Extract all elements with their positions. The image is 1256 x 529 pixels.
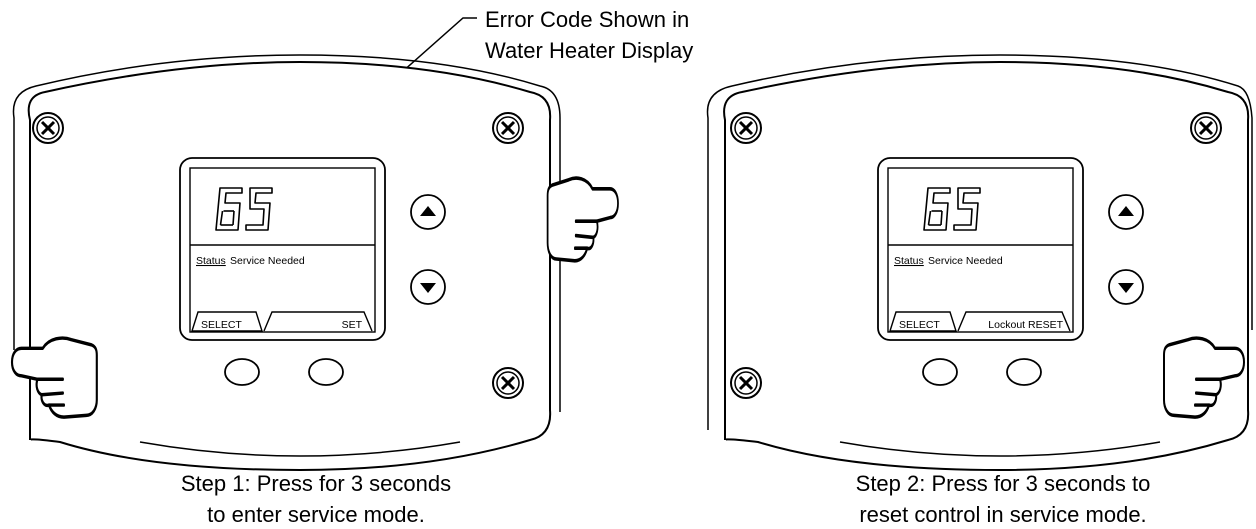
up-button[interactable] xyxy=(410,194,446,230)
up-arrow-icon xyxy=(1118,206,1134,216)
step-caption-line-2: reset control in service mode. xyxy=(859,502,1146,527)
lcd-display: Status Service Needed SELECT Lockout RES… xyxy=(877,157,1084,341)
right-softkey-button[interactable] xyxy=(1006,358,1042,386)
status-text: Service Needed xyxy=(928,255,1003,267)
up-button[interactable] xyxy=(1108,194,1144,230)
error-code-annotation: Error Code Shown in Water Heater Display xyxy=(279,7,693,181)
panel-bottom-edge xyxy=(839,441,1161,457)
softkey-tab-left xyxy=(889,311,957,332)
softkey-left-label: SELECT xyxy=(201,319,242,331)
softkey-tab-right xyxy=(263,311,373,332)
panel-bottom-edge xyxy=(139,441,461,457)
screw-icon xyxy=(1189,111,1223,145)
right-softkey-button[interactable] xyxy=(308,358,344,386)
lcd-display: Status Service Needed SELECT SET xyxy=(179,157,386,341)
step-caption-line-1: Step 2: Press for 3 seconds to xyxy=(856,471,1151,496)
screw-icon xyxy=(729,366,763,400)
down-arrow-icon xyxy=(1118,283,1134,293)
status-text: Service Needed xyxy=(230,255,305,267)
screw-icon xyxy=(31,111,65,145)
pointing-hand-icon xyxy=(545,176,620,263)
status-label: Status xyxy=(894,255,924,267)
screw-icon xyxy=(491,111,525,145)
panel-bezel xyxy=(12,54,561,412)
down-arrow-icon xyxy=(420,283,436,293)
step-caption-line-2: to enter service mode. xyxy=(207,502,425,527)
down-button[interactable] xyxy=(410,269,446,305)
panel-bezel xyxy=(706,54,1253,430)
softkey-tab-left xyxy=(191,311,263,332)
screw-icon xyxy=(729,111,763,145)
softkey-right-label: SET xyxy=(342,319,363,331)
up-arrow-icon xyxy=(420,206,436,216)
softkey-left-label: SELECT xyxy=(899,319,940,331)
control-panel-step-2: Status Service Needed SELECT Lockout RES… xyxy=(706,54,1253,527)
pointing-hand-icon xyxy=(12,338,97,417)
left-softkey-button[interactable] xyxy=(224,358,260,386)
step-caption-line-1: Step 1: Press for 3 seconds xyxy=(181,471,451,496)
down-button[interactable] xyxy=(1108,269,1144,305)
softkey-right-label: Lockout RESET xyxy=(988,319,1063,331)
status-label: Status xyxy=(196,255,226,267)
softkey-tab-right xyxy=(957,311,1071,332)
control-panel-step-1: Status Service Needed SELECT SET Step 1: xyxy=(12,54,620,527)
left-softkey-button[interactable] xyxy=(922,358,958,386)
annotation-line-1: Error Code Shown in xyxy=(485,7,689,32)
screw-icon xyxy=(491,366,525,400)
annotation-line-2: Water Heater Display xyxy=(485,38,693,63)
